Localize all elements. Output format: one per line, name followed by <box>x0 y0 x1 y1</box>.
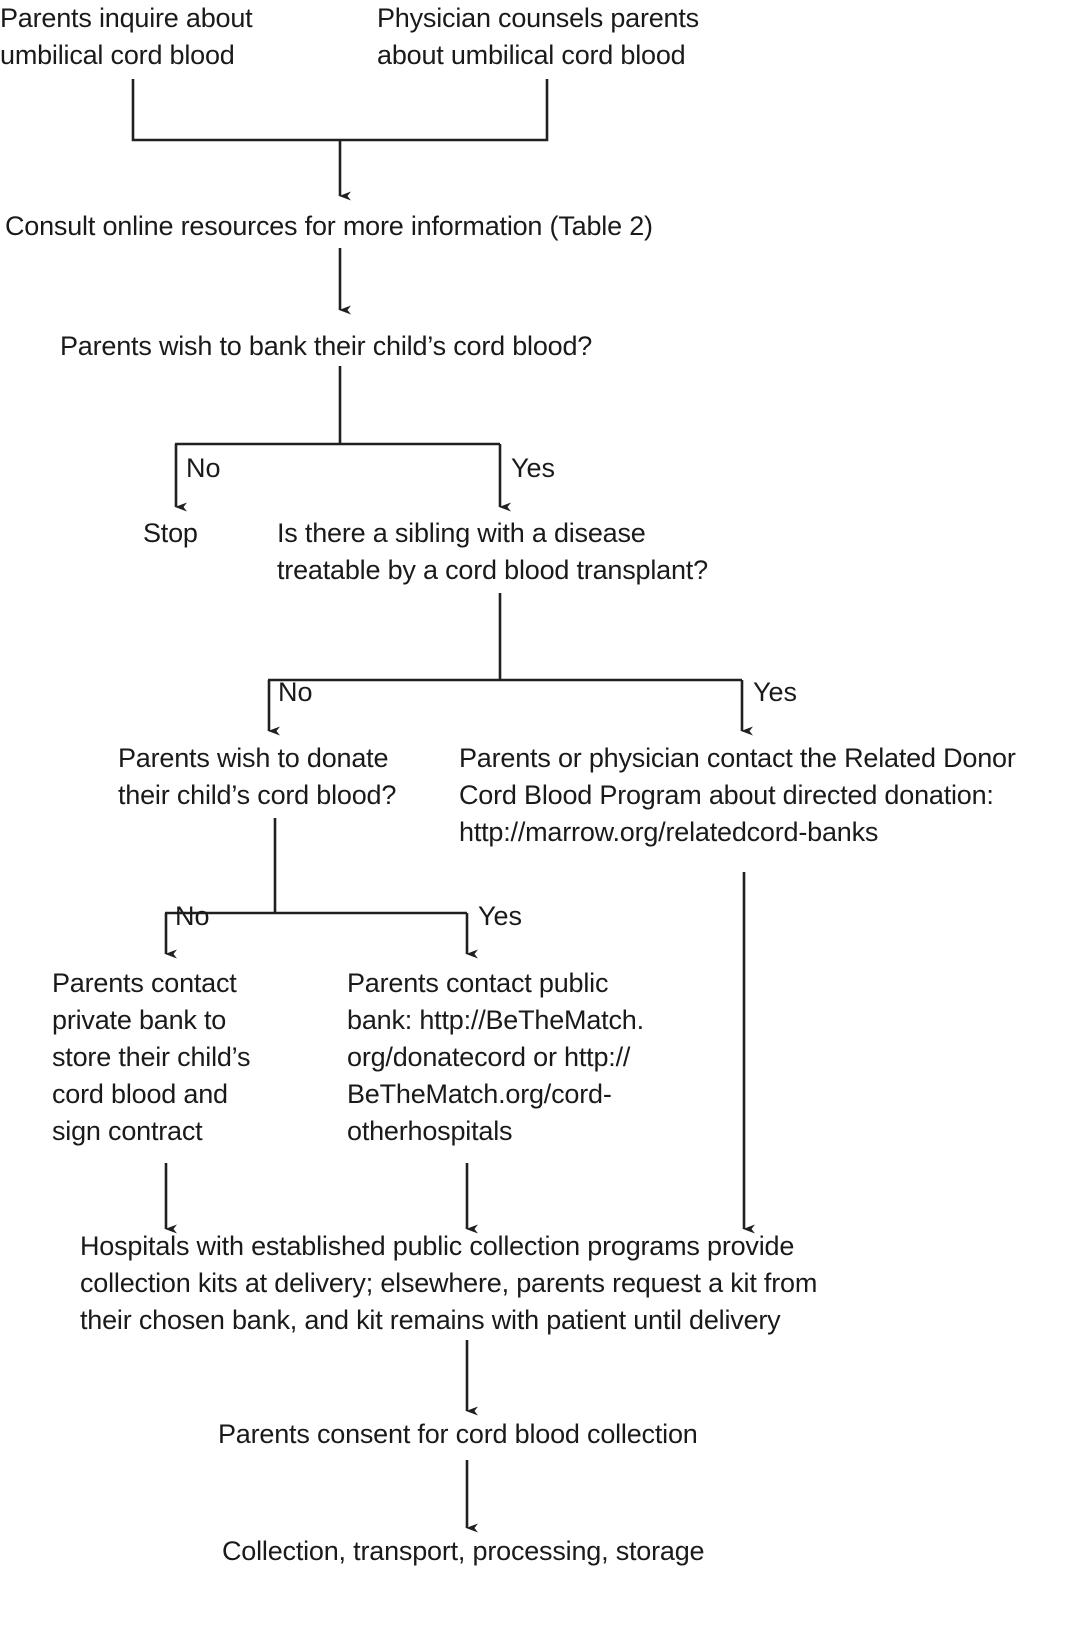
node-collection-transport: Collection, transport, processing, stora… <box>222 1536 705 1566</box>
edge-top-merge <box>131 79 549 142</box>
node-related-donor: Parents or physician contact the Related… <box>459 743 1016 847</box>
node-stop: Stop <box>143 518 198 548</box>
branch-label-sibling-no: No <box>278 677 313 707</box>
branch-label-donate-yes: Yes <box>478 901 523 931</box>
node-hospitals-kits: Hospitals with established public collec… <box>80 1231 818 1335</box>
node-private-bank: Parents contact private bank to store th… <box>52 968 251 1146</box>
node-parents-consent: Parents consent for cord blood collectio… <box>218 1419 698 1449</box>
node-parents-inquire: Parents inquire about umbilical cord blo… <box>0 3 253 70</box>
node-wish-to-donate: Parents wish to donate their child’s cor… <box>118 743 397 810</box>
branch-label-bank-no: No <box>186 453 221 483</box>
node-wish-to-bank: Parents wish to bank their child’s cord … <box>60 331 593 361</box>
branch-label-donate-no: No <box>175 901 210 931</box>
node-sibling-disease: Is there a sibling with a disease treata… <box>277 518 708 585</box>
branch-label-bank-yes: Yes <box>511 453 556 483</box>
node-consult-online: Consult online resources for more inform… <box>5 211 653 241</box>
branch-label-sibling-yes: Yes <box>753 677 798 707</box>
node-public-bank: Parents contact public bank: http://BeTh… <box>347 968 644 1146</box>
node-physician-counsels: Physician counsels parents about umbilic… <box>377 3 699 70</box>
